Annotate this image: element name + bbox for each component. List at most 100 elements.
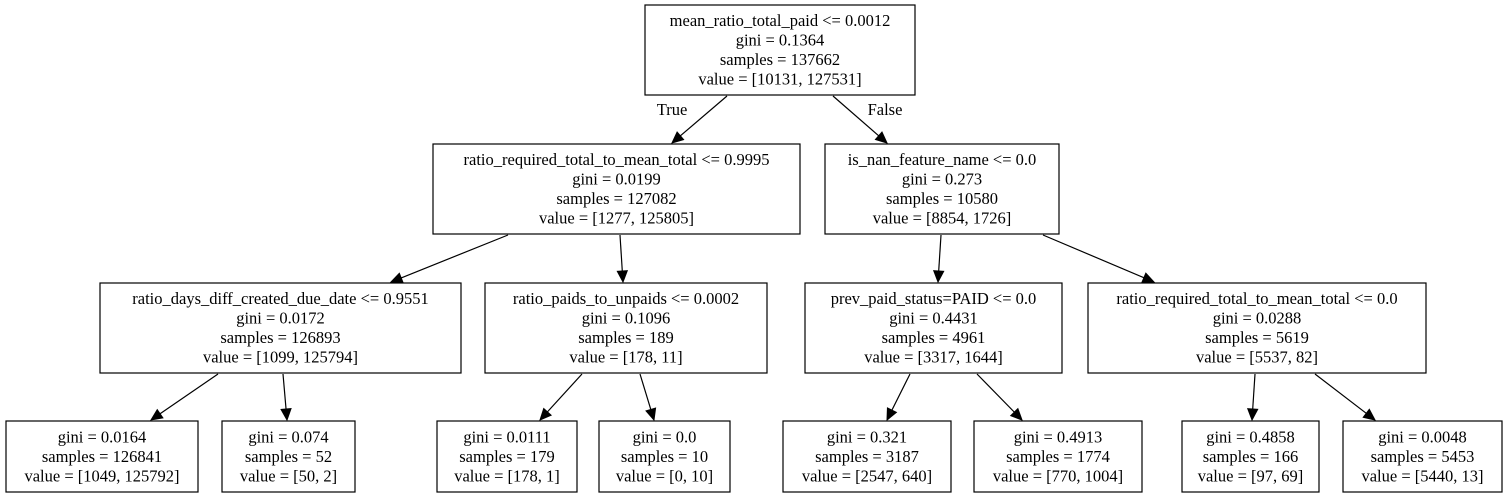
node-value-text: value = [770, 1004] bbox=[993, 466, 1123, 485]
node-samples-text: samples = 166 bbox=[1203, 447, 1298, 466]
node-box bbox=[484, 282, 768, 374]
tree-edges bbox=[150, 95, 1376, 422]
tree-node-n1: ratio_required_total_to_mean_total <= 0.… bbox=[432, 143, 801, 235]
node-value-text: value = [5440, 13] bbox=[1361, 466, 1483, 485]
node-samples-text: samples = 179 bbox=[459, 447, 554, 466]
node-value-text: value = [1277, 125805] bbox=[539, 209, 694, 228]
node-box bbox=[973, 420, 1143, 493]
node-box bbox=[436, 420, 578, 493]
node-box bbox=[824, 143, 1060, 235]
edge-arrowhead-n6-n14 bbox=[1362, 408, 1376, 421]
node-value-text: value = [0, 10] bbox=[616, 466, 713, 485]
node-gini-text: gini = 0.4858 bbox=[1206, 427, 1295, 446]
node-gini-text: gini = 0.0172 bbox=[236, 309, 325, 328]
node-gini-text: gini = 0.0164 bbox=[58, 427, 147, 446]
node-box bbox=[5, 420, 199, 493]
edge-n5-n12 bbox=[976, 373, 1015, 413]
node-gini-text: gini = 0.074 bbox=[248, 427, 328, 446]
node-box bbox=[1342, 420, 1503, 493]
edge-arrowhead-n1-n3 bbox=[389, 272, 404, 284]
edge-n6-n13 bbox=[1252, 373, 1256, 410]
edge-n1-n4 bbox=[619, 234, 623, 272]
edge-n0-n2 bbox=[832, 95, 880, 137]
node-split-rule-text: is_nan_feature_name <= 0.0 bbox=[848, 150, 1037, 169]
edge-label-true: True bbox=[657, 100, 688, 119]
edge-n4-n10 bbox=[639, 373, 652, 410]
node-samples-text: samples = 4961 bbox=[882, 328, 986, 347]
edge-n3-n7 bbox=[159, 373, 219, 415]
node-samples-text: samples = 189 bbox=[578, 328, 673, 347]
edge-arrowhead-n0-n2 bbox=[874, 131, 888, 144]
node-gini-text: gini = 0.1096 bbox=[582, 309, 671, 328]
node-value-text: value = [178, 11] bbox=[569, 348, 682, 367]
node-gini-text: gini = 0.4913 bbox=[1014, 427, 1103, 446]
node-samples-text: samples = 137662 bbox=[720, 50, 840, 69]
node-gini-text: gini = 0.0199 bbox=[572, 170, 661, 189]
edge-n3-n8 bbox=[282, 373, 287, 410]
node-samples-text: samples = 126893 bbox=[220, 328, 340, 347]
edge-n1-n3 bbox=[400, 234, 509, 279]
node-value-text: value = [5537, 82] bbox=[1196, 348, 1318, 367]
node-value-text: value = [2547, 640] bbox=[802, 466, 932, 485]
node-value-text: value = [1049, 125792] bbox=[24, 466, 179, 485]
node-samples-text: samples = 5619 bbox=[1205, 328, 1309, 347]
node-box bbox=[221, 420, 356, 493]
edge-arrowhead-n4-n9 bbox=[539, 407, 553, 421]
edge-arrowhead-n2-n6 bbox=[1141, 272, 1156, 283]
node-gini-text: gini = 0.0111 bbox=[463, 427, 550, 446]
node-gini-text: gini = 0.273 bbox=[902, 170, 982, 189]
node-value-text: value = [97, 69] bbox=[1198, 466, 1304, 485]
node-samples-text: samples = 5453 bbox=[1371, 447, 1475, 466]
edge-n0-n1 bbox=[679, 95, 728, 137]
node-value-text: value = [178, 1] bbox=[454, 466, 560, 485]
node-gini-text: gini = 0.4431 bbox=[889, 309, 978, 328]
node-gini-text: gini = 0.0 bbox=[633, 427, 697, 446]
edge-arrowhead-n1-n4 bbox=[616, 270, 629, 284]
node-split-rule-text: ratio_required_total_to_mean_total <= 0.… bbox=[1116, 289, 1397, 308]
edge-arrowhead-n2-n5 bbox=[932, 270, 945, 284]
node-box bbox=[782, 420, 952, 493]
edge-label-false: False bbox=[868, 100, 903, 119]
edge-n6-n14 bbox=[1314, 373, 1367, 414]
node-box bbox=[644, 4, 916, 96]
node-box bbox=[598, 420, 731, 493]
edge-arrowhead-n5-n12 bbox=[1009, 407, 1023, 421]
edge-n2-n5 bbox=[938, 234, 942, 272]
tree-node-n6: ratio_required_total_to_mean_total <= 0.… bbox=[1087, 282, 1427, 374]
node-value-text: value = [8854, 1726] bbox=[873, 209, 1012, 228]
node-box bbox=[99, 282, 462, 374]
node-gini-text: gini = 0.321 bbox=[827, 427, 907, 446]
node-samples-text: samples = 52 bbox=[245, 447, 332, 466]
node-split-rule-text: ratio_required_total_to_mean_total <= 0.… bbox=[464, 150, 770, 169]
node-split-rule-text: prev_paid_status=PAID <= 0.0 bbox=[831, 289, 1037, 308]
edge-arrowhead-n4-n10 bbox=[645, 407, 657, 422]
edge-arrowhead-n6-n13 bbox=[1246, 408, 1259, 422]
edge-arrowhead-n3-n7 bbox=[150, 408, 164, 421]
edge-n5-n11 bbox=[891, 373, 911, 411]
edge-arrowhead-n3-n8 bbox=[280, 408, 292, 422]
node-value-text: value = [50, 2] bbox=[240, 466, 337, 485]
node-samples-text: samples = 3187 bbox=[815, 447, 919, 466]
node-gini-text: gini = 0.0288 bbox=[1213, 309, 1302, 328]
node-samples-text: samples = 126841 bbox=[42, 447, 162, 466]
edge-arrowhead-n5-n11 bbox=[886, 407, 898, 422]
node-box bbox=[432, 143, 801, 235]
node-samples-text: samples = 10580 bbox=[886, 189, 998, 208]
edge-n2-n6 bbox=[1042, 234, 1145, 279]
node-gini-text: gini = 0.1364 bbox=[736, 31, 825, 50]
node-split-rule-text: ratio_days_diff_created_due_date <= 0.95… bbox=[132, 289, 428, 308]
node-box bbox=[1087, 282, 1427, 374]
node-value-text: value = [10131, 127531] bbox=[698, 70, 861, 89]
node-split-rule-text: ratio_paids_to_unpaids <= 0.0002 bbox=[513, 289, 739, 308]
node-value-text: value = [1099, 125794] bbox=[203, 348, 358, 367]
